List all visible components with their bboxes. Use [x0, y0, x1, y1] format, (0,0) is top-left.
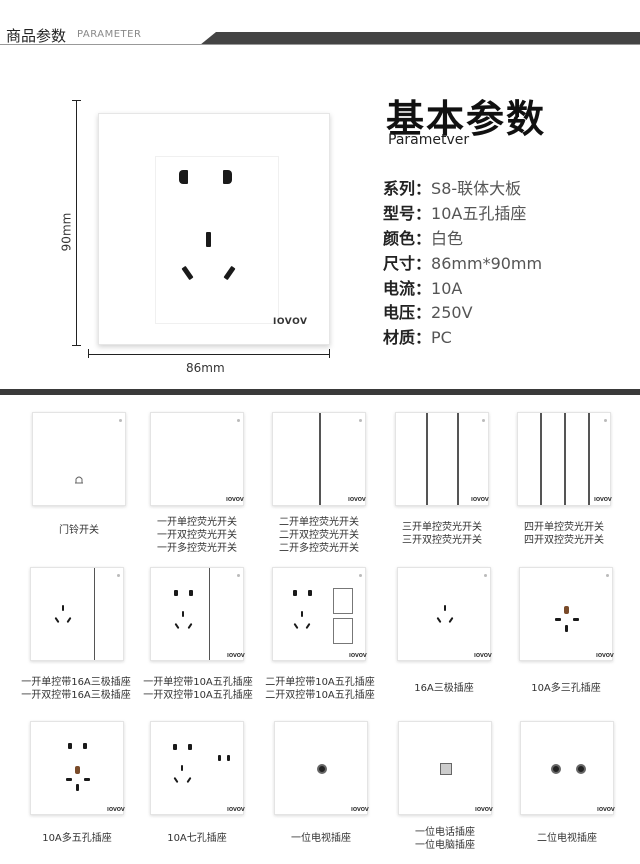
product-tile-3-gang-switch[interactable]: IOVOV — [395, 412, 489, 506]
spec-subtitle: Parametver — [388, 132, 470, 148]
product-caption: 一位电视插座 — [291, 833, 351, 844]
product-caption: 二开单控荧光开关二开双控荧光开关二开多控荧光开关 — [279, 517, 359, 554]
product-tile-2-tv-socket[interactable]: IOVOV — [520, 721, 615, 815]
height-dimension-tick-bottom — [72, 345, 81, 346]
spec-row-series: 系列：S8-联体大板 — [383, 179, 522, 198]
height-dimension-tick-top — [72, 100, 81, 101]
product-tile-switch-16a-socket[interactable] — [30, 567, 124, 661]
product-tile-4-gang-switch[interactable]: IOVOV — [517, 412, 612, 506]
brand-logo: IOVOV — [273, 317, 308, 327]
spec-row-color: 颜色：白色 — [383, 229, 464, 248]
product-caption: 一开单控带10A五孔插座一开双控带10A五孔插座 — [143, 677, 253, 701]
panel-inner-frame — [155, 156, 279, 324]
product-caption: 三开单控荧光开关三开双控荧光开关 — [402, 522, 482, 546]
product-tile-doorbell-switch[interactable] — [32, 412, 126, 506]
product-tile-16a-socket[interactable]: IOVOV — [397, 567, 492, 661]
spec-row-model: 型号：10A五孔插座 — [383, 204, 527, 223]
socket-panel-image: IOVOV — [98, 113, 330, 345]
header-decor-bar — [200, 32, 640, 45]
product-tile-10a-multi-5-socket[interactable]: IOVOV — [30, 721, 125, 815]
spec-title: 基本参数 — [386, 97, 547, 141]
product-caption: 二位电视插座 — [537, 833, 597, 844]
spec-row-size: 尺寸：86mm*90mm — [383, 254, 543, 273]
width-dimension-tick-right — [329, 349, 330, 358]
width-dimension-line — [88, 354, 330, 355]
header-divider — [0, 44, 640, 45]
section-divider — [0, 389, 640, 395]
product-caption: 10A多三孔插座 — [531, 683, 601, 694]
product-tile-2-gang-switch[interactable]: IOVOV — [272, 412, 366, 506]
product-caption: 16A三极插座 — [414, 683, 474, 694]
spec-row-voltage: 电压：250V — [383, 303, 473, 322]
product-tile-tv-socket[interactable]: IOVOV — [274, 721, 369, 815]
product-caption: 一开单控带16A三极插座一开双控带16A三极插座 — [21, 677, 131, 701]
product-tile-10a-7-hole-socket[interactable]: IOVOV — [150, 721, 245, 815]
socket-hole-left — [179, 170, 188, 184]
product-caption: 一开单控荧光开关一开双控荧光开关一开多控荧光开关 — [157, 517, 237, 554]
socket-hole-earth — [206, 232, 211, 247]
width-dimension-tick-left — [88, 349, 89, 358]
spec-row-material: 材质：PC — [383, 328, 452, 347]
product-caption: 四开单控荧光开关四开双控荧光开关 — [524, 522, 604, 546]
product-tile-switch-10a-socket[interactable]: IOVOV — [150, 567, 245, 661]
socket-hole-right — [223, 170, 232, 184]
product-caption: 门铃开关 — [59, 525, 99, 536]
product-caption: 一位电话插座一位电脑插座 — [415, 827, 475, 851]
height-dimension-label: 90mm — [59, 212, 74, 252]
product-caption: 10A七孔插座 — [167, 833, 227, 844]
section-subtitle: PARAMETER — [77, 29, 142, 40]
product-caption: 10A多五孔插座 — [42, 833, 112, 844]
product-tile-1-gang-switch[interactable]: IOVOV — [150, 412, 244, 506]
product-tile-phone-data-socket[interactable]: IOVOV — [398, 721, 493, 815]
width-dimension-label: 86mm — [186, 361, 225, 375]
spec-row-current: 电流：10A — [383, 279, 463, 298]
section-header: 商品参数 PARAMETER — [0, 24, 640, 46]
height-dimension-line — [76, 100, 77, 346]
product-tile-10a-multi-3-socket[interactable]: IOVOV — [519, 567, 614, 661]
bell-icon — [75, 476, 83, 484]
product-tile-2-switch-10a-socket[interactable]: IOVOV — [272, 567, 367, 661]
section-title: 商品参数 — [6, 27, 67, 45]
product-caption: 二开单控带10A五孔插座二开双控带10A五孔插座 — [265, 677, 375, 701]
